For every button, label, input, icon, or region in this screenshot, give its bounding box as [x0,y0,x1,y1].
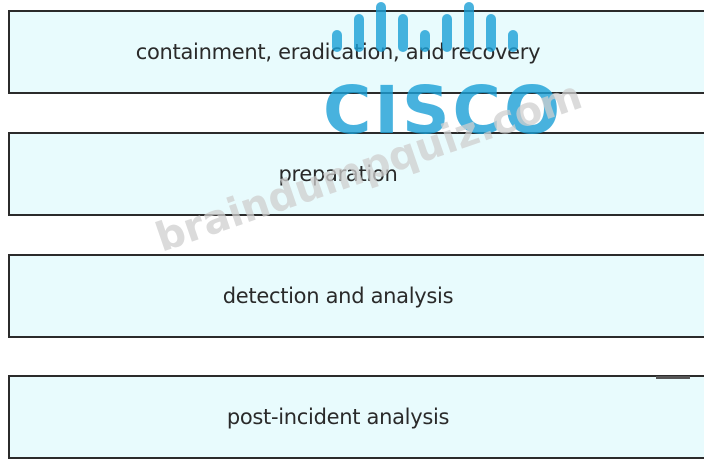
drag-item-containment[interactable]: containment, eradication, and recovery [8,10,704,94]
divider [656,376,690,379]
drag-item-label: post-incident analysis [226,405,450,429]
drag-item-label: containment, eradication, and recovery [135,40,541,64]
drag-item-post-incident[interactable]: post-incident analysis [8,375,704,459]
drag-item-detection[interactable]: detection and analysis [8,254,704,338]
drag-item-label: detection and analysis [222,284,454,308]
drag-item-preparation[interactable]: preparation [8,132,704,216]
drag-item-label: preparation [278,162,398,186]
